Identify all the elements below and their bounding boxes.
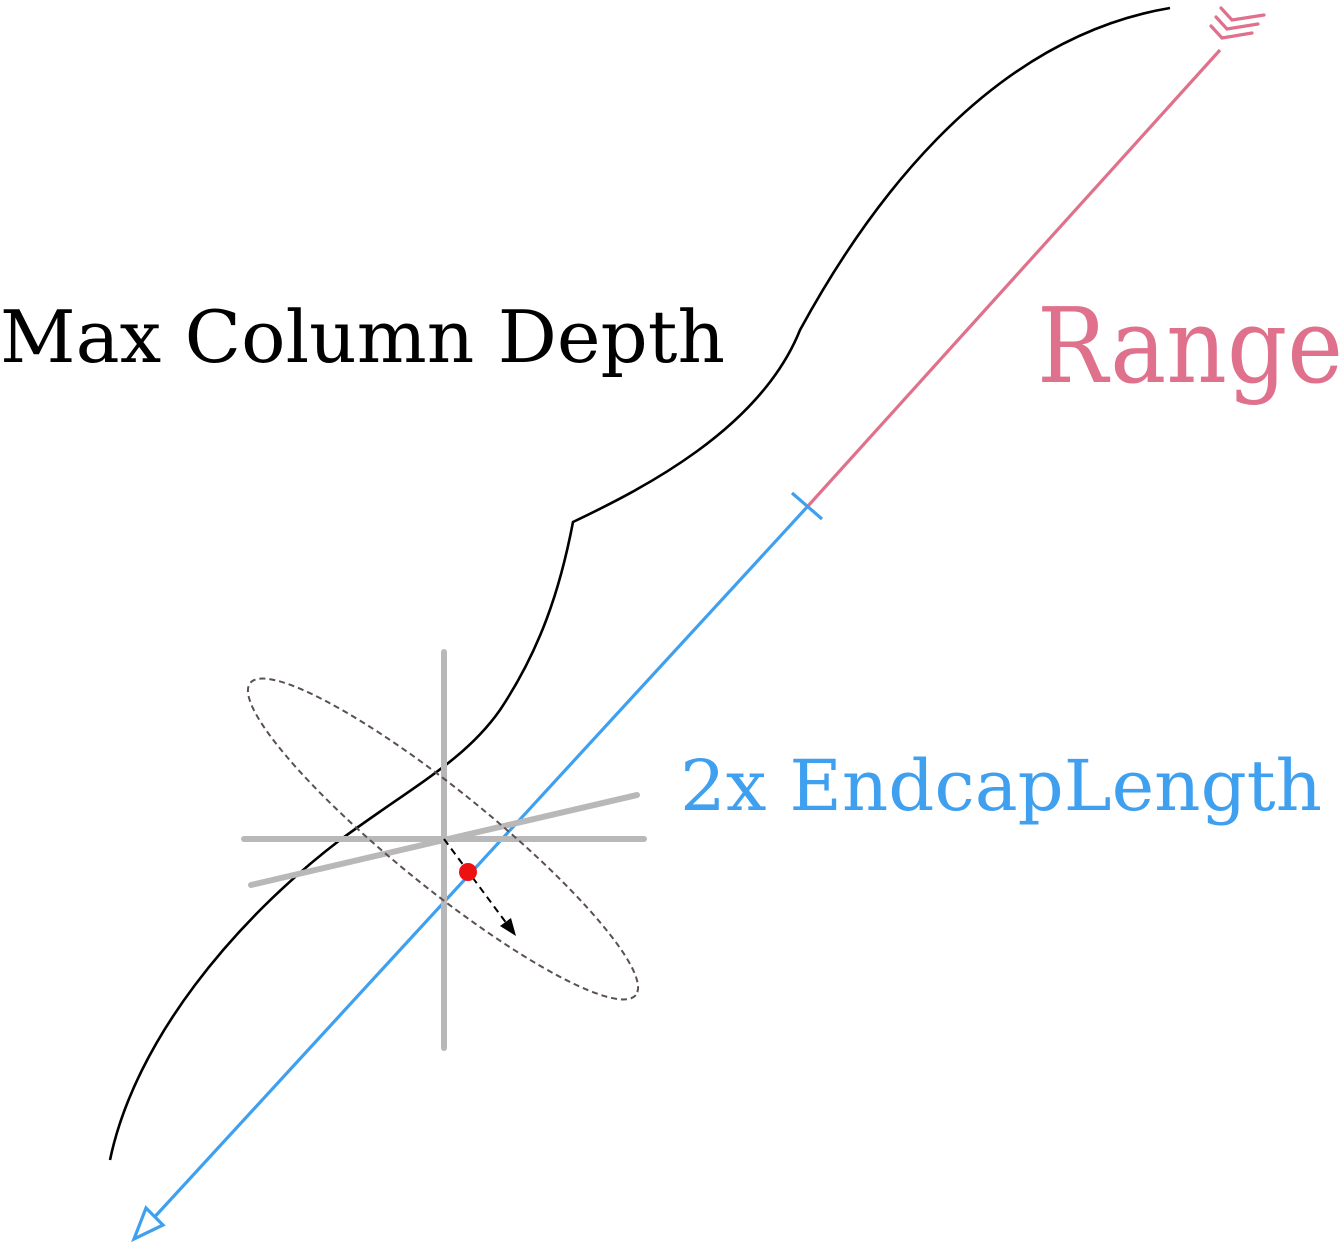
tail-feather-3 — [1219, 6, 1266, 22]
dashed-ellipse — [246, 677, 640, 1001]
direction-arrow — [443, 838, 516, 936]
endcap-length-label: 2x EndcapLength — [680, 745, 1322, 827]
max-column-depth-label: Max Column Depth — [0, 295, 725, 379]
tail-feather-2 — [1214, 15, 1260, 31]
tail-feather-1 — [1209, 24, 1254, 40]
max-column-depth-curve — [108, 6, 1171, 1161]
range-label: Range — [1037, 285, 1343, 407]
direction-arrow-shaft — [443, 838, 511, 929]
range-endcap-tick — [790, 491, 824, 521]
range-line — [806, 48, 1222, 508]
sample-point — [459, 863, 477, 881]
hollow-triangle-arrowhead-icon — [131, 1205, 166, 1242]
direction-arrowhead-icon — [500, 918, 516, 936]
endcap-line — [148, 504, 810, 1224]
feathered-arrow-tail-icon — [1209, 6, 1266, 40]
